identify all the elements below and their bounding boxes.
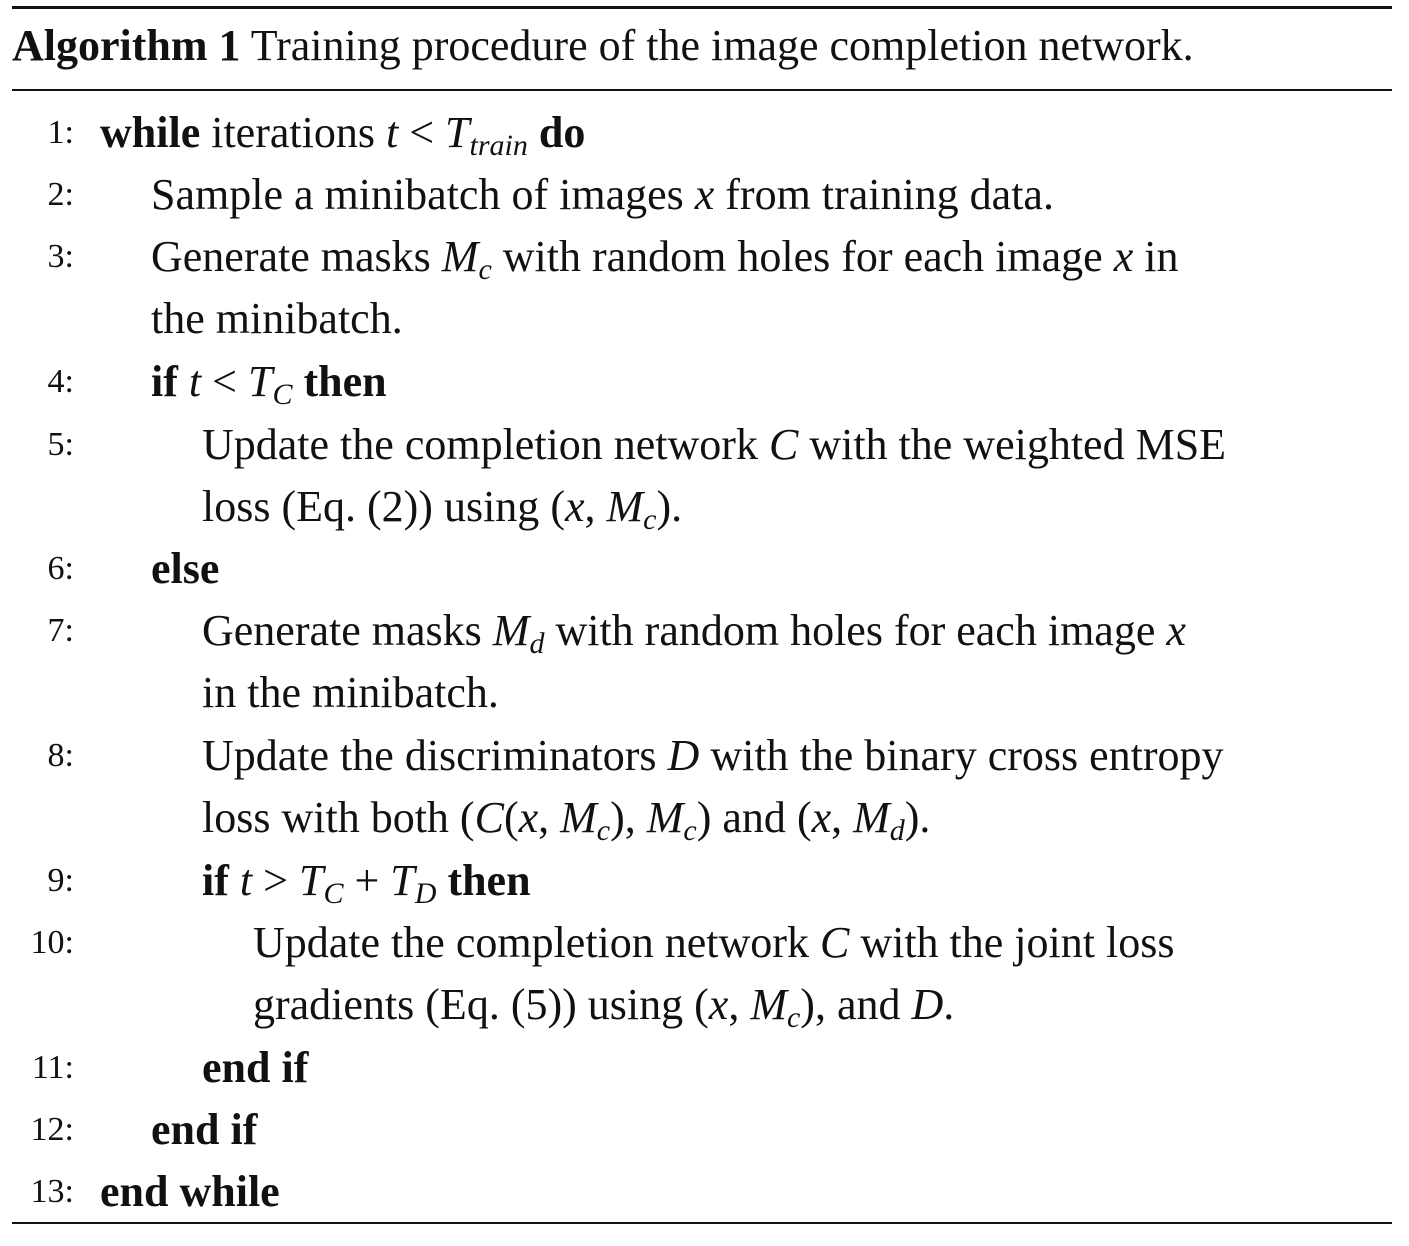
line-text: with the binary cross entropy xyxy=(710,731,1224,780)
line-text: with the joint loss xyxy=(860,918,1175,967)
keyword-end-while: end while xyxy=(100,1167,280,1216)
line-text: with random holes for each image xyxy=(555,606,1156,655)
algorithm-label: Algorithm 1 xyxy=(12,21,241,70)
math-var: x xyxy=(694,170,715,219)
line-number: 1: xyxy=(47,114,74,151)
keyword-end-if: end if xyxy=(202,1043,309,1092)
line-number: 4: xyxy=(47,363,74,400)
line-text: Update the discriminators xyxy=(202,731,657,780)
line-number: 7: xyxy=(47,612,74,649)
line-number: 13: xyxy=(30,1173,74,1210)
keyword-if: if xyxy=(202,856,229,905)
keyword-else: else xyxy=(151,544,220,593)
line-text: gradients (Eq. (5)) using xyxy=(253,980,684,1029)
algorithm-title: Training procedure of the image completi… xyxy=(250,21,1194,70)
keyword-then: then xyxy=(303,357,387,406)
line-text: in the minibatch. xyxy=(202,668,499,717)
keyword-if: if xyxy=(151,357,178,406)
line-text: with random holes for each image xyxy=(502,232,1103,281)
top-rule xyxy=(12,6,1392,9)
line-text: with the weighted MSE xyxy=(809,420,1227,469)
line-text: Update the completion network xyxy=(253,918,809,967)
line-text: Sample a minibatch of images xyxy=(151,170,684,219)
line-number: 3: xyxy=(47,238,74,275)
line-number: 11: xyxy=(31,1049,74,1086)
keyword-end-if: end if xyxy=(151,1105,258,1154)
line-number: 2: xyxy=(47,176,74,213)
line-number: 5: xyxy=(47,426,74,463)
algorithm-caption: Algorithm 1 Training procedure of the im… xyxy=(12,19,1392,73)
bottom-rule xyxy=(12,1222,1392,1224)
line-text: in xyxy=(1144,232,1179,281)
keyword-then: then xyxy=(447,856,531,905)
caption-rule xyxy=(12,89,1392,91)
algorithm-block: Algorithm 1 Training procedure of the im… xyxy=(12,6,1392,1216)
keyword-while: while xyxy=(100,108,201,157)
line-text: loss with both xyxy=(202,793,449,842)
line-text: Generate masks xyxy=(202,606,482,655)
line-text: loss (Eq. (2)) using xyxy=(202,482,540,531)
line-number: 12: xyxy=(30,1111,74,1148)
line-text: , and xyxy=(814,980,901,1029)
keyword-do: do xyxy=(538,108,586,157)
line-text: and xyxy=(722,793,786,842)
line-number: 10: xyxy=(30,924,74,961)
line-number: 8: xyxy=(47,737,74,774)
line-number: 9: xyxy=(47,862,74,899)
line-text: Update the completion network xyxy=(202,420,758,469)
line-text: iterations xyxy=(211,108,375,157)
line-text: from training data. xyxy=(725,170,1054,219)
line-text: Generate masks xyxy=(151,232,431,281)
line-text: the minibatch. xyxy=(151,294,403,343)
line-number: 6: xyxy=(47,550,74,587)
